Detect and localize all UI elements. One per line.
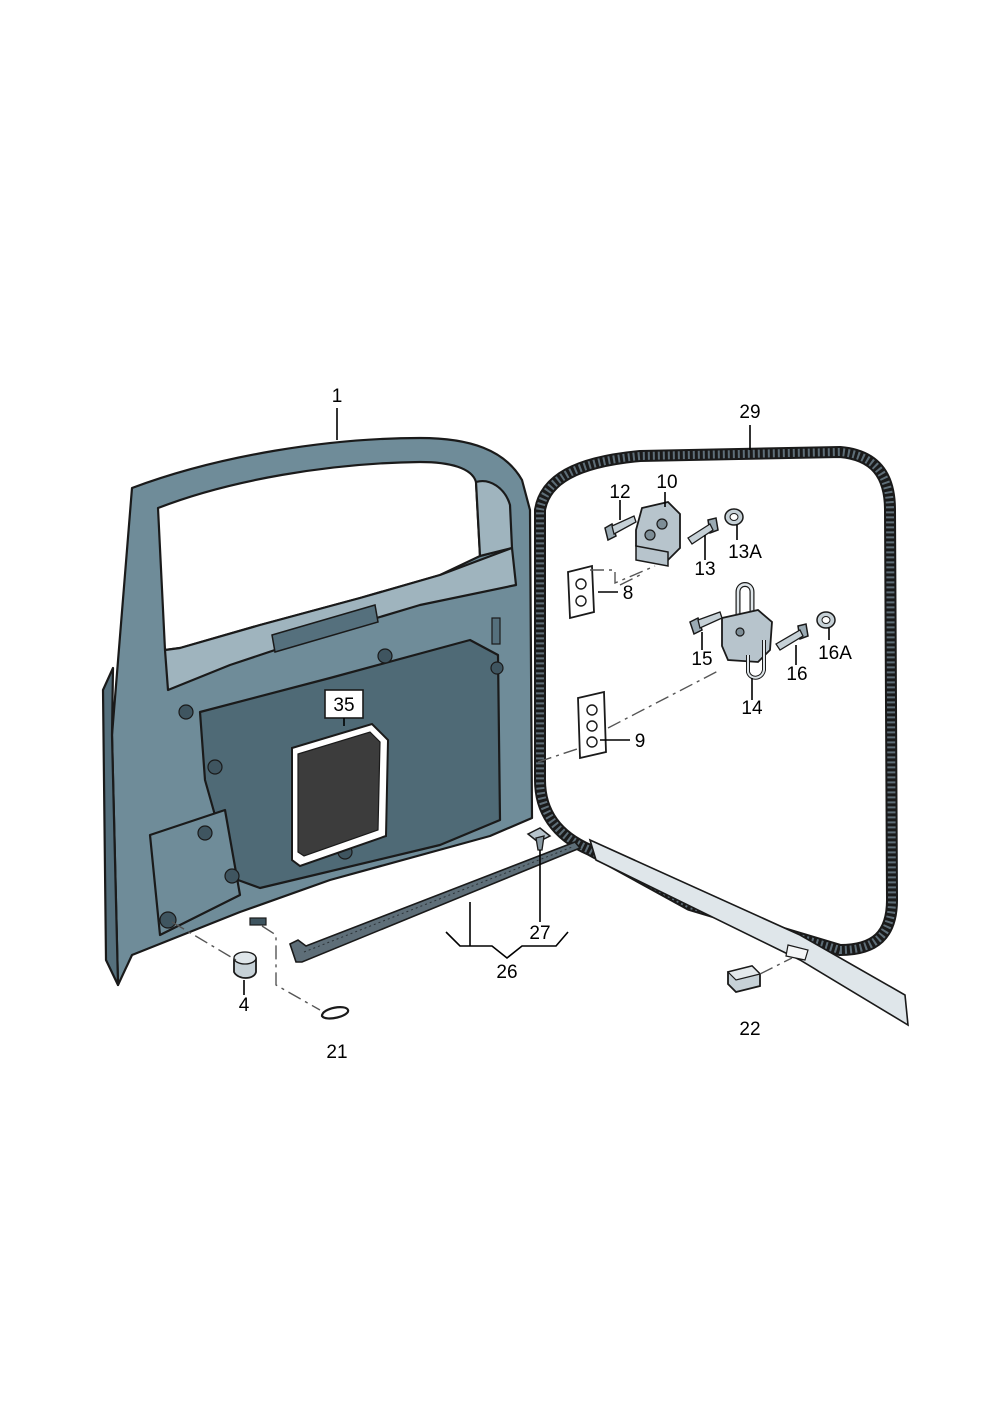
door-seal-body: [536, 448, 896, 954]
callout-bolt-15: 15: [691, 649, 712, 670]
assembly-dash-lines: [171, 565, 793, 1011]
callout-clip: 27: [529, 923, 550, 944]
window-frame-inner: [474, 480, 514, 558]
clip-27[interactable]: [526, 827, 552, 851]
bolt-12[interactable]: [604, 515, 637, 542]
callout-labels: 1 29 10 12 13 13A 8 15 16 16A 14 9 35 4 …: [239, 386, 853, 1063]
callout-plate-9: 9: [635, 731, 646, 752]
side-slot: [491, 617, 501, 645]
nut-16a[interactable]: [816, 611, 836, 629]
foam-pad-label-box: [324, 689, 364, 719]
nut-13a[interactable]: [724, 508, 744, 526]
callout-grommet: 21: [326, 1042, 347, 1063]
bolt-15[interactable]: [689, 611, 723, 636]
door-shell[interactable]: [101, 436, 534, 987]
callout-bolt-13: 13: [694, 559, 715, 580]
inner-lower-panel: [148, 808, 242, 937]
lower-hinge[interactable]: [721, 582, 773, 680]
foam-pad-body: [297, 731, 381, 857]
sill-body-edge: [588, 838, 909, 1027]
callout-cap: 4: [239, 995, 250, 1016]
upper-hinge[interactable]: [635, 501, 681, 567]
callout-nut-16a: 16A: [818, 643, 852, 664]
leader-lines: [243, 408, 830, 995]
foam-pad[interactable]: [291, 689, 390, 868]
callout-foam-pad: 35: [333, 695, 354, 716]
callout-seal: 29: [739, 402, 760, 423]
callout-plug: 22: [739, 1019, 760, 1040]
callout-nut-13a: 13A: [728, 542, 762, 563]
bottom-slot: [249, 917, 267, 926]
callout-bolt-16: 16: [786, 664, 807, 685]
shim-plate-8[interactable]: [567, 564, 595, 620]
mounting-holes: [159, 648, 504, 929]
shim-plate-9[interactable]: [577, 690, 607, 760]
belt-slot: [271, 604, 379, 653]
cap-4[interactable]: [233, 951, 257, 979]
bolt-13[interactable]: [687, 517, 719, 545]
grommet-21[interactable]: [320, 1006, 350, 1020]
door-front-edge: [101, 666, 120, 987]
door-seal[interactable]: [534, 446, 898, 956]
callout-hinge-upper: 10: [656, 472, 677, 493]
callout-plate-8: 8: [623, 583, 634, 604]
callout-door: 1: [332, 386, 343, 407]
callout-sill-seal: 26: [496, 962, 517, 983]
bolt-16[interactable]: [775, 623, 809, 651]
callout-bolt-12: 12: [609, 482, 630, 503]
plug-22[interactable]: [726, 965, 762, 993]
sill-seal-26[interactable]: [289, 841, 582, 963]
callout-hinge-lower: 14: [741, 698, 763, 719]
